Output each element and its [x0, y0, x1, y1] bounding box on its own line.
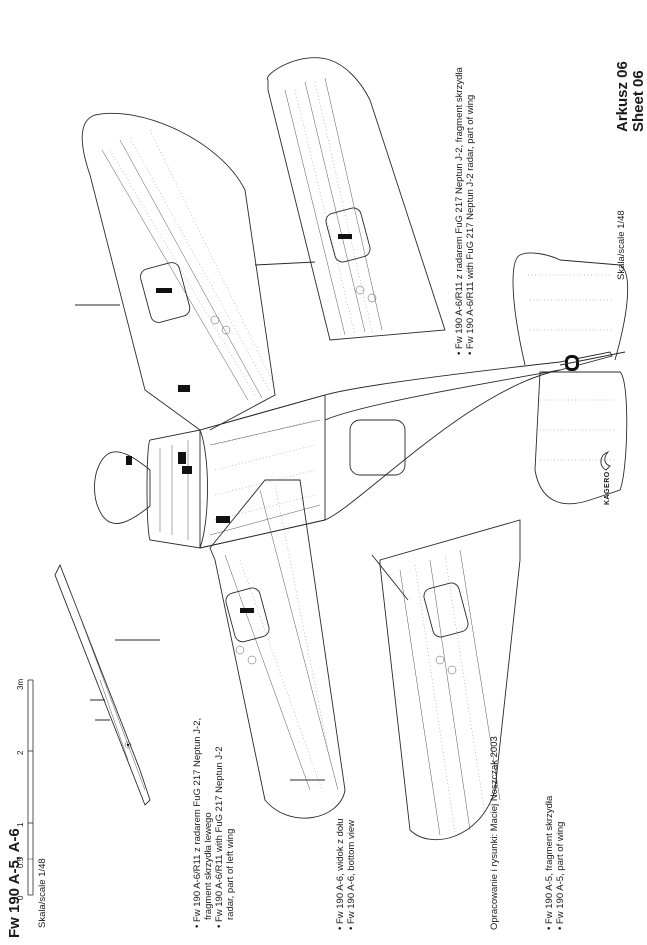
scale-tick-0: 0	[16, 895, 25, 900]
caption-bottom-view: Fw 190 A-6, widok z dołu Fw 190 A-6, bot…	[335, 818, 358, 930]
scale-tick-3m: 3m	[16, 678, 25, 690]
scale-bar-graphic	[27, 679, 34, 896]
aircraft-name: Fw 190 A-5, A-6	[6, 828, 23, 938]
caption-bottom-view-en: Fw 190 A-6, bottom view	[346, 818, 358, 930]
scale-label-right: Skala/scale 1/48	[616, 210, 627, 280]
main-aircraft-bottom-view	[75, 112, 629, 819]
scale-tick-0-5: 0.5	[16, 856, 25, 868]
wing-fragment-a5	[371, 519, 521, 841]
caption-right-wing-radar: Fw 190 A-6/R11 z radarem FuG 217 Neptun …	[454, 67, 477, 355]
author-credit: Opracowanie i rysunki: Maciej Noszczak 2…	[489, 736, 500, 930]
caption-right-wing-radar-en: Fw 190 A-6/R11 with FuG 217 Neptun J-2 r…	[465, 67, 477, 355]
caption-wing-a5: Fw 190 A-5, fragment skrzydła Fw 190 A-5…	[544, 796, 567, 930]
publisher-logo: KAGERO	[604, 471, 611, 505]
kagero-logo-icon	[600, 450, 611, 471]
scale-tick-1: 1	[16, 822, 25, 827]
scale-label-left: Skala/scale 1/48	[37, 858, 48, 928]
sheet-title-en: Sheet 06	[630, 70, 647, 132]
wing-fragment-radar-right	[254, 57, 446, 341]
sheet-title-pl: Arkusz 06	[614, 61, 631, 132]
caption-left-wing-radar: Fw 190 A-6/R11 z radarem FuG 217 Neptun …	[192, 718, 237, 928]
caption-left-wing-radar-en2: radar, part of left wing	[224, 828, 236, 920]
scale-tick-2: 2	[16, 750, 25, 755]
caption-wing-a5-en: Fw 190 A-5, part of wing	[555, 796, 567, 930]
wing-side-profile	[54, 563, 151, 806]
